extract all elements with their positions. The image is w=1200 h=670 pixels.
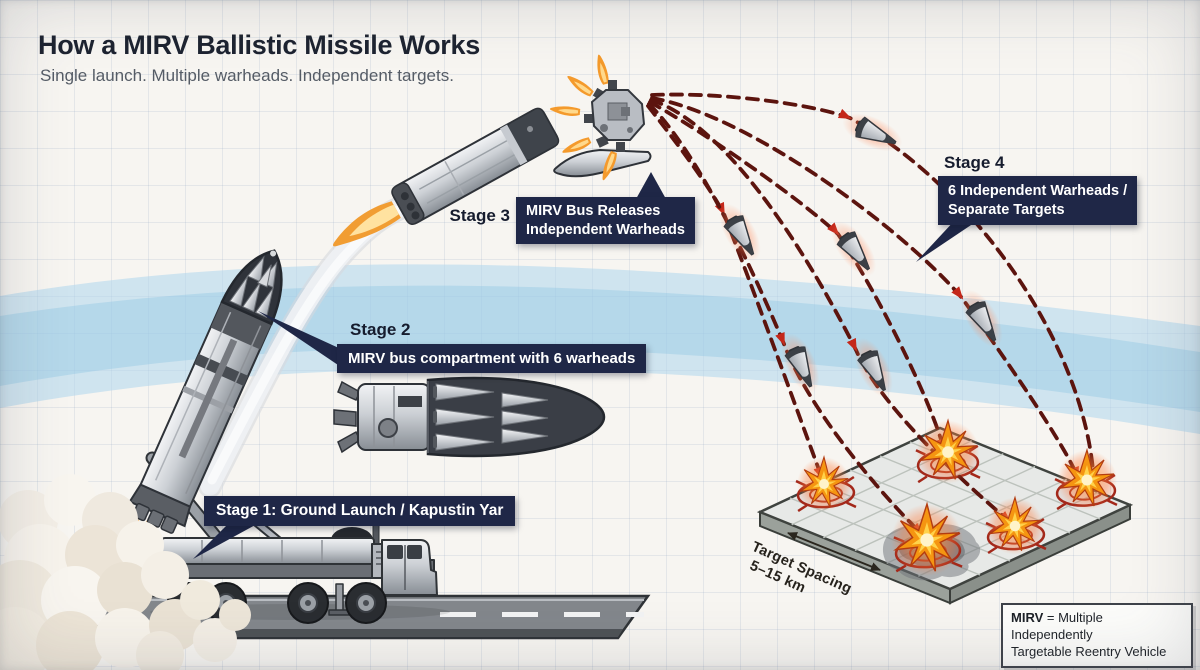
reentry-vehicle <box>781 333 820 394</box>
callout-tails <box>193 172 980 559</box>
ballistic-missile <box>128 249 283 534</box>
stacked-warheads <box>229 255 278 319</box>
stage3-callout: MIRV Bus Releases Independent Warheads <box>516 197 695 245</box>
impact-explosions <box>797 418 1117 576</box>
stage4-callout: 6 Independent Warheads / Separate Target… <box>938 176 1138 226</box>
road-center-dashes <box>440 612 644 617</box>
bus-compartment-cutaway <box>333 376 606 458</box>
mirv-bus <box>549 54 646 181</box>
upper-stage-rocket <box>333 107 560 247</box>
reentry-vehicles <box>719 113 1003 397</box>
mirv-legend: MIRV = Multiple Independently Targetable… <box>1001 603 1193 668</box>
stage3-label: Stage 3 <box>449 206 510 225</box>
discarded-fairing <box>553 148 652 178</box>
stage2-label: Stage 2 <box>350 320 411 339</box>
stage4-callout-line2: Separate Targets <box>948 201 1065 218</box>
stage2-callout: MIRV bus compartment with 6 warheads <box>337 344 647 374</box>
bus-thruster-flames <box>549 54 617 181</box>
launch-smoke-cloud <box>0 474 251 670</box>
stage1-callout: Stage 1: Ground Launch / Kapustin Yar <box>204 496 516 526</box>
reentry-vehicle <box>853 337 893 397</box>
reentry-vehicle <box>831 221 877 277</box>
stage4-label: Stage 4 <box>944 153 1005 172</box>
stage3-callout-line2: Independent Warheads <box>526 221 685 238</box>
reentry-vehicle <box>842 113 903 152</box>
reentry-vehicle <box>719 203 761 262</box>
reentry-vehicle <box>961 289 1003 348</box>
cutaway-warheads <box>435 383 549 451</box>
page-subtitle: Single launch. Multiple warheads. Indepe… <box>40 66 454 85</box>
legend-line2: Targetable Reentry Vehicle <box>1011 643 1167 659</box>
page-title: How a MIRV Ballistic Missile Works <box>38 30 480 60</box>
stage4-callout-line1: 6 Independent Warheads / <box>948 183 1128 199</box>
target-spacing-arrow <box>787 532 881 571</box>
stage3-callout-line1: MIRV Bus Releases <box>526 203 661 219</box>
legend-term: MIRV <box>1011 610 1044 625</box>
legend-line1: = Multiple Independently <box>1011 610 1103 642</box>
